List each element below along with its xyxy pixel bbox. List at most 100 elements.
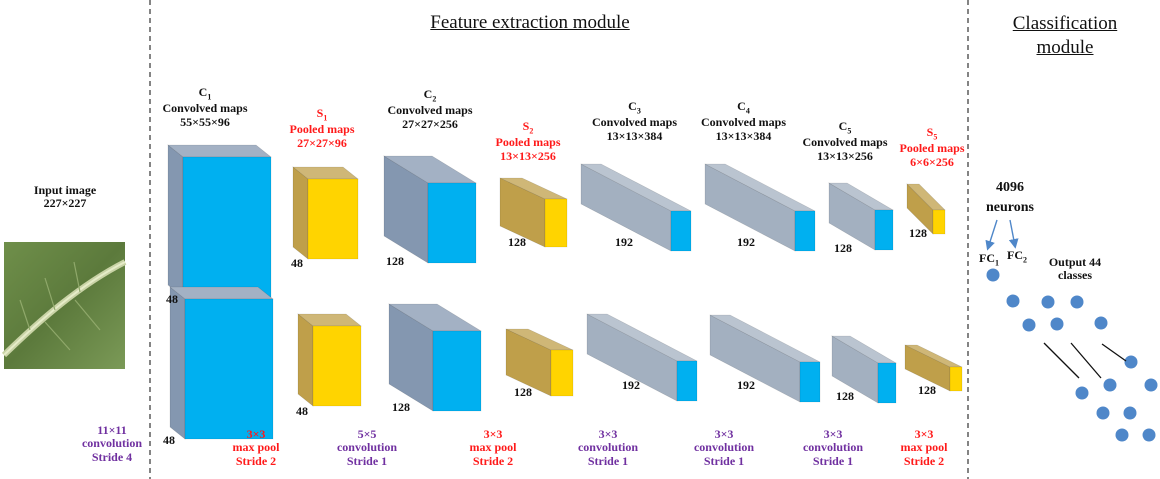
op-4-line3: Stride 2 bbox=[472, 453, 514, 468]
op-6-line2: convolution bbox=[693, 440, 754, 455]
op-7-conv-3x3: 3×3 convolution Stride 1 bbox=[791, 427, 875, 468]
op-5-conv-3x3: 3×3 convolution Stride 1 bbox=[566, 427, 650, 468]
op-4-line2: max pool bbox=[469, 440, 517, 455]
ellipsis-connector-line bbox=[1043, 342, 1080, 379]
op-5-line2: convolution bbox=[577, 440, 638, 455]
fc1-sub: 1 bbox=[995, 258, 999, 268]
layer-s2-dims: 13×13×256 bbox=[500, 148, 556, 163]
neuron-node bbox=[1096, 406, 1110, 420]
op-7-line3: Stride 1 bbox=[812, 453, 854, 468]
cube-s1-top bbox=[292, 166, 359, 260]
layer-c2-desc: Convolved maps bbox=[387, 103, 473, 118]
op-3-line3: Stride 1 bbox=[346, 453, 388, 468]
fc2-name: FC bbox=[1007, 248, 1023, 262]
layer-s1-sub: 1 bbox=[323, 113, 328, 123]
layer-s5-dims: 6×6×256 bbox=[910, 154, 954, 169]
op-8-maxpool: 3×3 max pool Stride 2 bbox=[884, 427, 964, 468]
arrow-to-fc-icon bbox=[1008, 219, 1019, 249]
layer-c1-sub: 1 bbox=[207, 92, 212, 102]
cube-c4-bottom bbox=[709, 314, 821, 403]
neuron-node bbox=[1115, 428, 1129, 442]
cube-s2-top bbox=[499, 177, 568, 248]
depth-s2-bottom: 128 bbox=[514, 385, 532, 399]
op-1-line3: Stride 4 bbox=[91, 449, 133, 464]
layer-c5-dims: 13×13×256 bbox=[817, 148, 873, 163]
layer-s2-sub: 2 bbox=[529, 126, 534, 136]
op-3-line2: convolution bbox=[336, 440, 397, 455]
layer-s2-desc: Pooled maps bbox=[495, 135, 561, 150]
op-6-conv-3x3: 3×3 convolution Stride 1 bbox=[682, 427, 766, 468]
cube-s2-bottom bbox=[505, 328, 574, 397]
cube-c3-top bbox=[580, 163, 692, 252]
layer-s1-label: S1 Pooled maps 27×27×96 bbox=[272, 106, 372, 150]
depth-c2-top: 128 bbox=[386, 254, 404, 268]
neuron-node bbox=[1050, 317, 1064, 331]
op-2-line1: 3×3 bbox=[246, 427, 266, 441]
op-2-line3: Stride 2 bbox=[235, 453, 277, 468]
fc1-label: FC1 bbox=[974, 251, 1004, 268]
neuron-node bbox=[1144, 378, 1158, 392]
depth-c1-top: 48 bbox=[166, 292, 178, 306]
depth-c5-bottom: 128 bbox=[836, 389, 854, 403]
depth-c5-top: 128 bbox=[834, 241, 852, 255]
layer-s5-desc: Pooled maps bbox=[899, 141, 965, 156]
neuron-node bbox=[1142, 428, 1156, 442]
cube-c5-top bbox=[827, 182, 895, 251]
layer-c1-dims: 55×55×96 bbox=[180, 114, 230, 129]
neuron-node bbox=[1075, 386, 1089, 400]
layer-c4-dims: 13×13×384 bbox=[715, 128, 772, 143]
output-classes-label: Output 44 classes bbox=[1048, 255, 1102, 283]
classification-title: Classification module bbox=[1012, 13, 1118, 58]
layer-c1-name: C bbox=[198, 85, 208, 99]
layer-c3-label: C3 Convolved maps 13×13×384 bbox=[577, 99, 692, 143]
fc1-name: FC bbox=[979, 251, 995, 265]
input-image-size: 227×227 bbox=[43, 196, 87, 211]
cube-c3-bottom bbox=[586, 313, 698, 402]
fc2-sub: 2 bbox=[1023, 255, 1027, 265]
layer-c3-sub: 3 bbox=[636, 106, 641, 116]
op-4-maxpool: 3×3 max pool Stride 2 bbox=[453, 427, 533, 468]
layer-c2-label: C2 Convolved maps 27×27×256 bbox=[370, 87, 490, 131]
op-2-maxpool: 3×3 max pool Stride 2 bbox=[216, 427, 296, 468]
cube-s1-bottom bbox=[297, 313, 362, 407]
layer-c4-sub: 4 bbox=[745, 106, 750, 116]
fc-neurons-word: neurons bbox=[986, 199, 1034, 215]
layer-s1-name: S bbox=[316, 106, 324, 120]
neuron-node bbox=[1006, 294, 1020, 308]
op-2-line2: max pool bbox=[232, 440, 280, 455]
layer-s5-sub: 5 bbox=[933, 132, 938, 142]
op-5-line3: Stride 1 bbox=[587, 453, 629, 468]
layer-s1-dims: 27×27×96 bbox=[297, 135, 347, 150]
cube-c4-top bbox=[704, 163, 816, 252]
layer-c4-label: C4 Convolved maps 13×13×384 bbox=[686, 99, 801, 143]
layer-c5-sub: 5 bbox=[847, 126, 852, 136]
neuron-node bbox=[1123, 406, 1137, 420]
neuron-node bbox=[1041, 295, 1055, 309]
op-8-line3: Stride 2 bbox=[903, 453, 945, 468]
layer-c5-desc: Convolved maps bbox=[802, 135, 888, 150]
layer-c3-name: C bbox=[628, 99, 637, 113]
depth-c3-top: 192 bbox=[615, 235, 633, 249]
layer-c1-label: C1 Convolved maps 55×55×96 bbox=[150, 85, 260, 129]
depth-c4-bottom: 192 bbox=[737, 378, 755, 392]
layer-c4-desc: Convolved maps bbox=[700, 115, 786, 130]
layer-s2-label: S2 Pooled maps 13×13×256 bbox=[478, 119, 578, 163]
cube-c2-top bbox=[382, 155, 478, 264]
op-8-line2: max pool bbox=[900, 440, 948, 455]
depth-c2-bottom: 128 bbox=[392, 400, 410, 414]
op-6-line3: Stride 1 bbox=[703, 453, 745, 468]
arrow-to-fc-icon bbox=[985, 219, 998, 251]
op-1-line1: 11×11 bbox=[97, 423, 127, 437]
cube-s5-top bbox=[906, 183, 946, 235]
layer-s5-label: S5 Pooled maps 6×6×256 bbox=[888, 125, 976, 169]
op-3-line1: 5×5 bbox=[357, 427, 377, 441]
layer-c1-desc: Convolved maps bbox=[162, 101, 248, 116]
feature-extraction-title: Feature extraction module bbox=[430, 12, 630, 33]
layer-c4-name: C bbox=[737, 99, 746, 113]
layer-c5-label: C5 Convolved maps 13×13×256 bbox=[790, 119, 900, 163]
fc-neurons-label: 4096 neurons bbox=[975, 178, 1045, 217]
op-5-line1: 3×3 bbox=[598, 427, 618, 441]
layer-c3-desc: Convolved maps bbox=[591, 115, 677, 130]
op-8-line1: 3×3 bbox=[914, 427, 934, 441]
